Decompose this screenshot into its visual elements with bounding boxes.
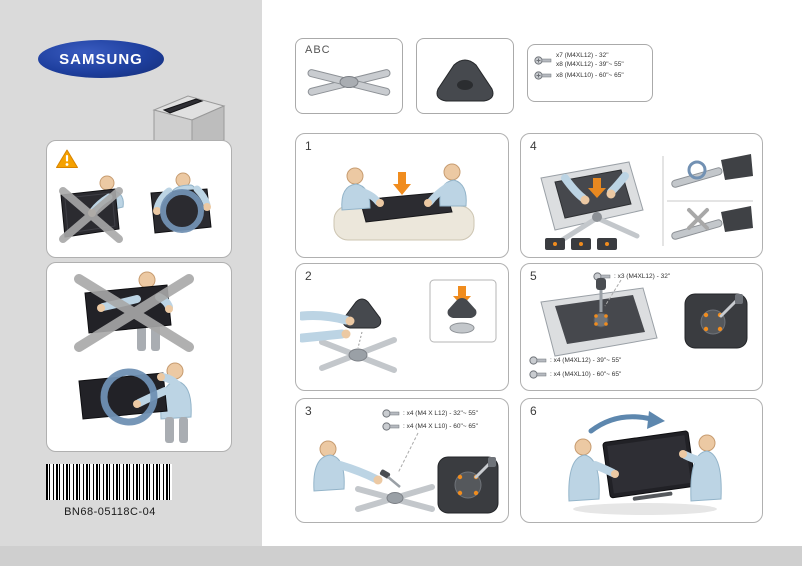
screw-icon xyxy=(529,370,547,379)
screw-icon xyxy=(534,55,552,65)
screw-spec-row: : x4 (M4 X L10) - 60"~ 65" xyxy=(382,422,478,431)
screw-spec-text: : x4 (M4 X L10) - 60"~ 65" xyxy=(403,423,478,430)
arrow-down-icon xyxy=(393,172,411,195)
step-number: 3 xyxy=(305,404,312,418)
step6-illustration xyxy=(568,411,722,515)
warning-triangle-icon xyxy=(56,149,78,168)
screw-icon xyxy=(534,71,552,80)
screw-spec-line: x7 (M4XL12) - 32" xyxy=(556,52,609,59)
o-mark-icon xyxy=(100,368,158,426)
parts-box-guide-stand xyxy=(416,38,514,114)
parts-box-stand-legs: ABC xyxy=(295,38,403,114)
screw-spec-text: : x3 (M4XL12) - 32" xyxy=(614,273,671,280)
screw-spec-group-1: x7 (M4XL12) - 32" x8 (M4XL12) - 39"~ 55" xyxy=(534,52,646,68)
o-mark-icon xyxy=(160,189,204,233)
step4-illustration xyxy=(540,154,753,250)
x-mark-icon xyxy=(687,208,709,230)
screw-spec-row: : x4 (M4 X L12) - 32"~ 55" xyxy=(382,409,478,418)
step1-illustration xyxy=(333,163,475,241)
step-panel-2: 2 xyxy=(295,263,509,391)
screw-icon xyxy=(382,422,400,431)
step3-detail-inset xyxy=(437,456,499,514)
step-panel-5: 5 : x3 (M4XL12) - 32" xyxy=(520,263,763,391)
step-number: 6 xyxy=(530,404,537,418)
rotate-arrow-icon xyxy=(588,411,665,434)
step5-illustration xyxy=(540,278,748,357)
step-number: 4 xyxy=(530,139,537,153)
arrow-down-icon xyxy=(588,178,606,198)
screw-spec-text: : x4 (M4 X L12) - 32"~ 55" xyxy=(403,410,478,417)
step5-detail-inset xyxy=(684,293,748,349)
barcode xyxy=(46,464,172,500)
o-mark-icon xyxy=(687,160,707,180)
screw-spec-text: : x4 (M4XL12) - 39"~ 55" xyxy=(550,357,622,364)
guide-stand-illustration xyxy=(436,59,494,102)
step-number: 5 xyxy=(530,269,537,283)
wrong-carrying-scene xyxy=(74,271,194,352)
screw-icon xyxy=(382,409,400,418)
screw-spec-line: x8 (M4XL12) - 39"~ 55" xyxy=(556,61,624,68)
brand-text: SAMSUNG xyxy=(59,50,143,68)
warning-panel-carrying xyxy=(46,262,232,452)
step3-illustration xyxy=(313,432,499,514)
correct-carrying-scene xyxy=(78,362,192,443)
screw-spec-text: : x4 (M4XL10) - 60"~ 65" xyxy=(550,371,622,378)
screw-icon xyxy=(529,356,547,365)
step-number: 2 xyxy=(305,269,312,283)
step2-detail-inset xyxy=(429,279,497,343)
step-panel-3: 3 : x4 (M4 X L12) - 32"~ 55" : x4 (M4 X … xyxy=(295,398,509,523)
step-number: 1 xyxy=(305,139,312,153)
x-mark-icon xyxy=(74,274,194,352)
screws-spec-box: x7 (M4XL12) - 32" x8 (M4XL12) - 39"~ 55"… xyxy=(527,44,653,102)
document-code: BN68-05118C-04 xyxy=(64,506,156,518)
screw-spec-row: : x4 (M4XL12) - 39"~ 55" xyxy=(529,356,621,365)
correct-handling-scene xyxy=(150,172,212,234)
parts-label: ABC xyxy=(305,44,331,56)
screw-spec-line: x8 (M4XL10) - 60"~ 65" xyxy=(556,72,624,79)
step-panel-6: 6 xyxy=(520,398,763,523)
step-panel-1: 1 xyxy=(295,133,509,258)
warning-panel-handling xyxy=(46,140,232,258)
x-mark-icon xyxy=(59,187,123,243)
screw-spec-row: : x4 (M4XL10) - 60"~ 65" xyxy=(529,370,621,379)
stand-legs-illustration xyxy=(307,69,391,96)
step2-illustration xyxy=(300,279,497,373)
samsung-logo: SAMSUNG xyxy=(38,40,164,78)
screw-spec-group-2: x8 (M4XL10) - 60"~ 65" xyxy=(534,71,646,80)
bottom-strip xyxy=(0,546,802,566)
wrong-handling-scene xyxy=(59,175,124,243)
step-panel-4: 4 xyxy=(520,133,763,258)
